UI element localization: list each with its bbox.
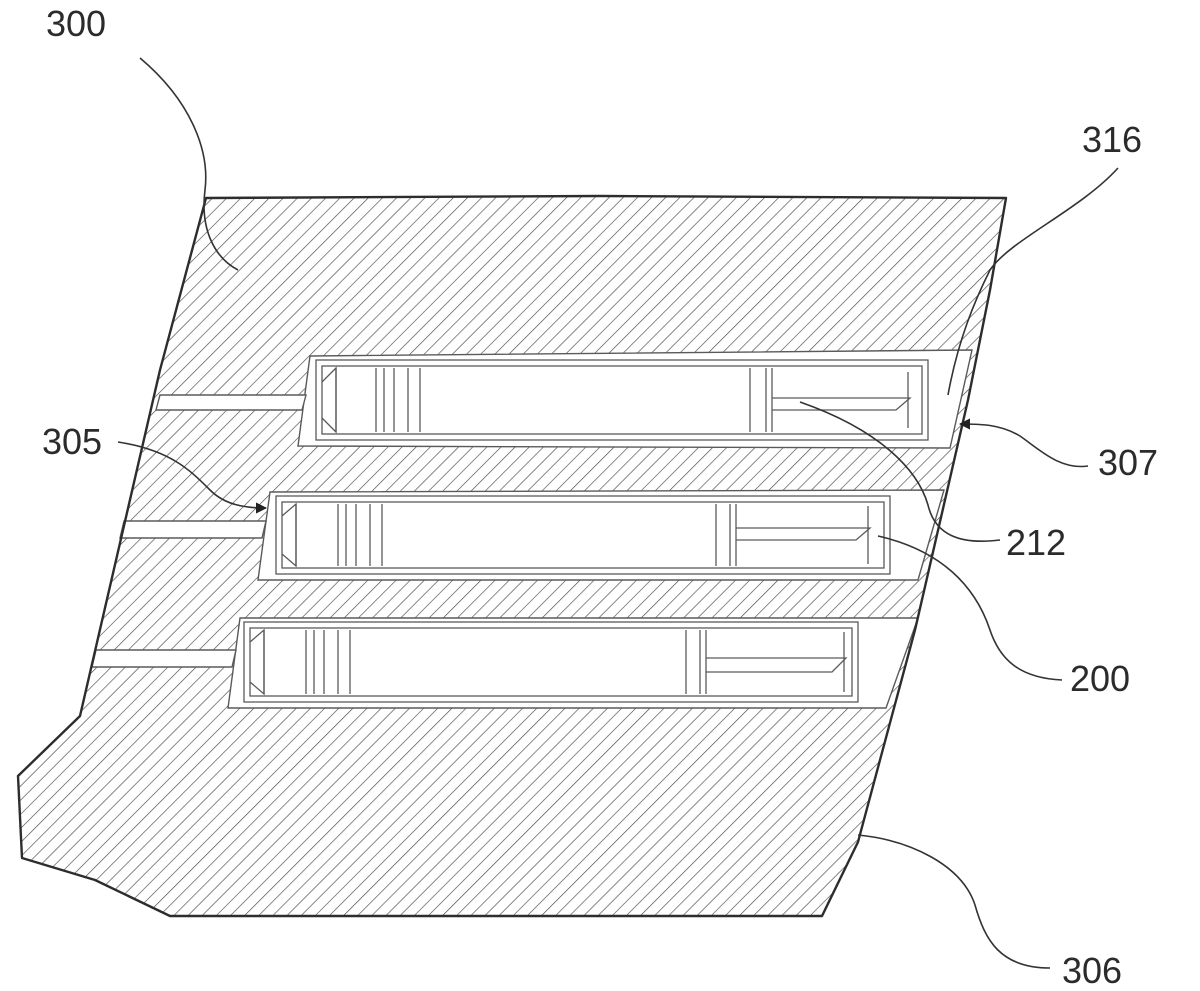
cartridge-lower	[243, 621, 859, 703]
reference-labels: 300 316 305 307 212 200 306	[42, 3, 1158, 991]
label-212: 212	[1006, 522, 1066, 563]
label-316: 316	[1082, 119, 1142, 160]
label-307: 307	[1098, 442, 1158, 483]
leader-316	[947, 167, 1119, 396]
leader-212	[799, 401, 1001, 542]
channel-upper	[155, 394, 307, 411]
channel-middle	[119, 520, 267, 539]
label-200: 200	[1070, 658, 1130, 699]
label-305: 305	[42, 421, 102, 462]
label-306: 306	[1062, 950, 1122, 991]
label-300: 300	[46, 3, 106, 44]
leader-300	[139, 57, 239, 271]
bore-lower	[227, 617, 919, 709]
bore-middle	[257, 489, 945, 581]
leader-305	[117, 441, 268, 514]
block-body	[16, 194, 1008, 918]
leader-200	[877, 535, 1063, 681]
leader-lines	[117, 57, 1119, 969]
bore-upper	[297, 349, 973, 449]
channel-lower	[91, 649, 237, 668]
cartridge-middle	[275, 495, 891, 575]
leader-306	[857, 834, 1051, 969]
cartridge-upper	[315, 359, 929, 441]
leader-307	[958, 418, 1089, 468]
